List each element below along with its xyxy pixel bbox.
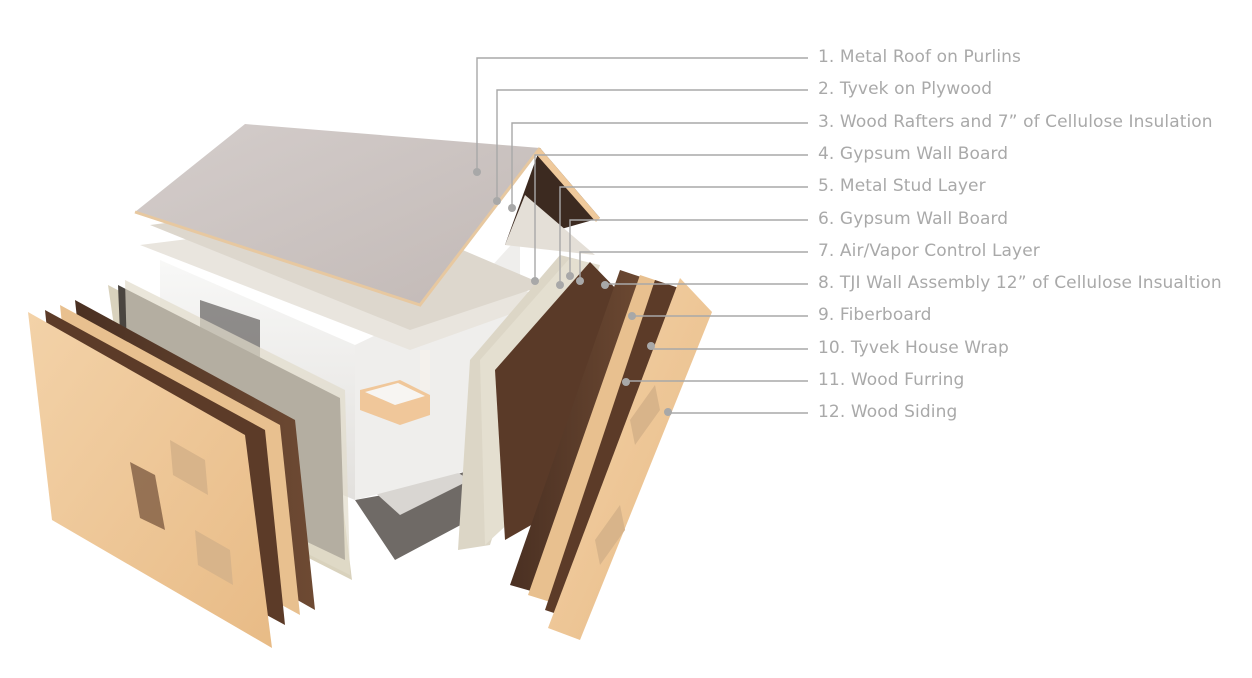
leader-dot-11: [622, 378, 630, 386]
leader-dot-10: [647, 342, 655, 350]
layer-label-12: 12. Wood Siding: [818, 402, 957, 422]
layer-label-2: 2. Tyvek on Plywood: [818, 79, 992, 99]
layer-label-8: 8. TJI Wall Assembly 12” of Cellulose In…: [818, 273, 1222, 293]
leader-dot-12: [664, 408, 672, 416]
person-figure: [420, 350, 430, 390]
layer-label-11: 11. Wood Furring: [818, 370, 964, 390]
leader-dot-1: [473, 168, 481, 176]
leader-dot-4: [531, 277, 539, 285]
layer-label-1: 1. Metal Roof on Purlins: [818, 47, 1021, 67]
leader-dot-8: [601, 281, 609, 289]
layer-label-3: 3. Wood Rafters and 7” of Cellulose Insu…: [818, 112, 1213, 132]
leader-line-6: [570, 220, 808, 276]
layer-label-9: 9. Fiberboard: [818, 305, 932, 325]
leader-dot-6: [566, 272, 574, 280]
leader-dot-2: [493, 197, 501, 205]
leader-dot-3: [508, 204, 516, 212]
layer-label-4: 4. Gypsum Wall Board: [818, 144, 1008, 164]
layer-label-6: 6. Gypsum Wall Board: [818, 209, 1008, 229]
layer-label-10: 10. Tyvek House Wrap: [818, 338, 1009, 358]
layer-label-5: 5. Metal Stud Layer: [818, 176, 986, 196]
layer-label-7: 7. Air/Vapor Control Layer: [818, 241, 1040, 261]
leader-line-12: [668, 412, 808, 413]
leader-dot-5: [556, 281, 564, 289]
leader-dot-9: [628, 312, 636, 320]
leader-line-7: [580, 252, 808, 281]
roof-assembly: [135, 124, 600, 305]
leader-dot-7: [576, 277, 584, 285]
